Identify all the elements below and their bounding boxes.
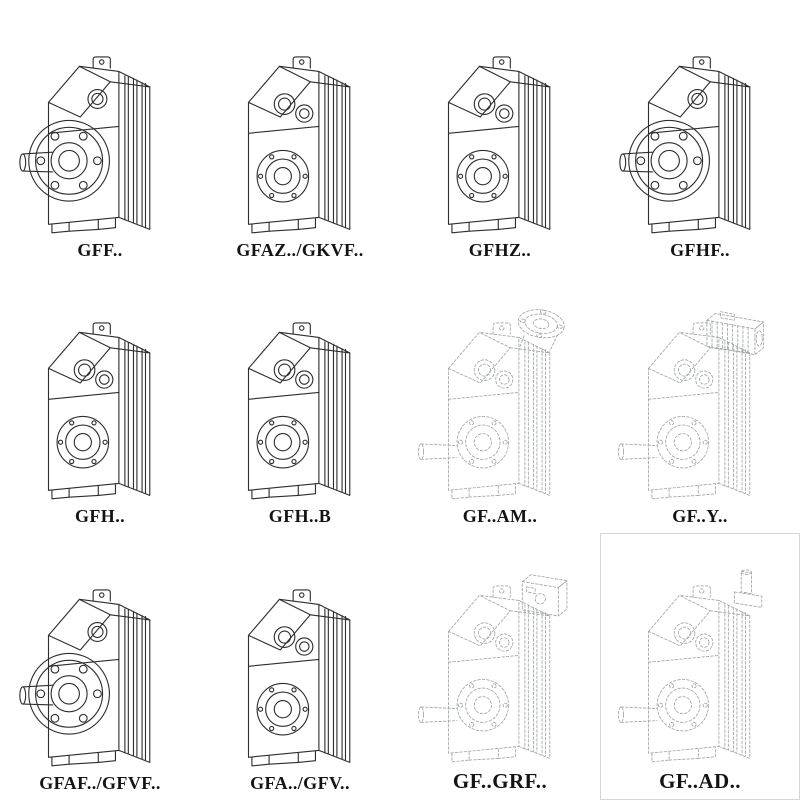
catalog-cell: GF..AD.. bbox=[600, 533, 800, 800]
gearbox-bores-drawing bbox=[211, 32, 389, 238]
model-label: GFH..B bbox=[268, 506, 332, 527]
gearbox-bores-drawing bbox=[11, 298, 189, 504]
model-label: GFHF.. bbox=[670, 239, 730, 260]
model-label: GF..AM.. bbox=[462, 506, 538, 527]
gearbox-box-adapter-drawing bbox=[411, 561, 589, 767]
catalog-cell: GF..GRF.. bbox=[400, 533, 600, 800]
gearbox-flange-drawing bbox=[11, 32, 189, 238]
model-label: GFAZ../GKVF.. bbox=[236, 239, 364, 260]
gearbox-bores-drawing bbox=[211, 565, 389, 771]
gearbox-input-shaft-drawing bbox=[611, 561, 789, 767]
catalog-cell: GFAZ../GKVF.. bbox=[200, 0, 400, 267]
model-label: GFAF../GFVF.. bbox=[39, 772, 161, 793]
model-label: GF..Y.. bbox=[672, 506, 728, 527]
gearbox-motor-drawing bbox=[611, 298, 789, 504]
catalog-cell: GFHF.. bbox=[600, 0, 800, 267]
catalog-cell: GFH..B bbox=[200, 267, 400, 534]
gearbox-bores-drawing bbox=[211, 298, 389, 504]
gearbox-bores-drawing bbox=[411, 32, 589, 238]
catalog-cell: GFAF../GFVF.. bbox=[0, 533, 200, 800]
gearbox-flange-drawing bbox=[11, 565, 189, 771]
catalog-cell: GF..Y.. bbox=[600, 267, 800, 534]
model-label: GF..AD.. bbox=[659, 768, 741, 793]
catalog-cell: GFF.. bbox=[0, 0, 200, 267]
catalog-cell: GF..AM.. bbox=[400, 267, 600, 534]
model-label: GFF.. bbox=[77, 239, 123, 260]
catalog-cell: GFHZ.. bbox=[400, 0, 600, 267]
model-label: GFA../GFV.. bbox=[250, 772, 350, 793]
gearbox-motor-adapter-drawing bbox=[411, 298, 589, 504]
model-label: GF..GRF.. bbox=[452, 768, 548, 793]
gearbox-flange-drawing bbox=[611, 32, 789, 238]
model-label: GFHZ.. bbox=[468, 239, 532, 260]
model-label: GFH.. bbox=[75, 506, 125, 527]
catalog-cell: GFH.. bbox=[0, 267, 200, 534]
catalog-cell: GFA../GFV.. bbox=[200, 533, 400, 800]
